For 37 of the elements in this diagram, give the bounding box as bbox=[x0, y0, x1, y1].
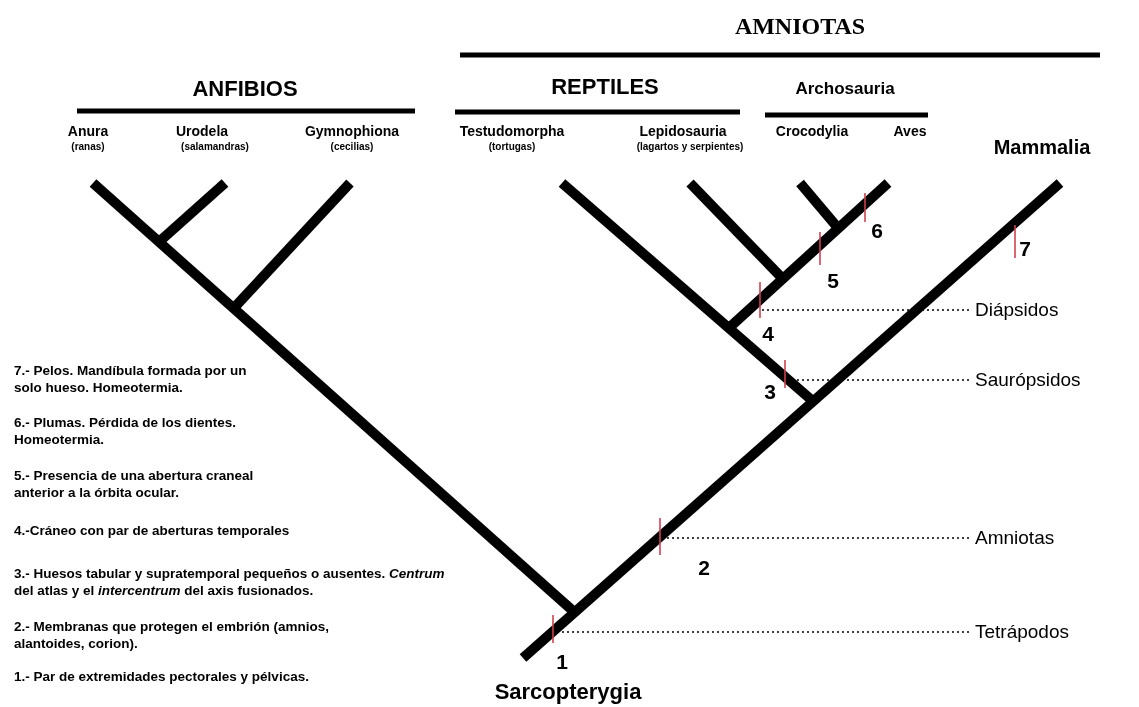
common-name: (lagartos y serpientes) bbox=[636, 140, 744, 154]
leader-line bbox=[761, 309, 970, 311]
character-description: 7.- Pelos. Mandíbula formada por un solo hueso. Homeotermia. bbox=[14, 362, 248, 396]
character-number: 3 bbox=[764, 379, 776, 405]
character-number: 7 bbox=[1019, 236, 1031, 262]
taxon-name: Lepidosauria bbox=[639, 122, 727, 141]
taxon-name: Anura bbox=[67, 122, 109, 141]
character-number: 6 bbox=[871, 218, 883, 244]
taxon-name: Gymnophiona bbox=[304, 122, 400, 141]
taxon-name: Crocodylia bbox=[775, 122, 849, 141]
taxon-name: Testudomorpha bbox=[459, 122, 565, 141]
taxon-name: Urodela bbox=[175, 122, 229, 141]
character-number: 1 bbox=[556, 649, 568, 675]
group-heading: Archosauria bbox=[795, 78, 895, 100]
group-heading: ANFIBIOS bbox=[192, 75, 298, 103]
character-description: 3.- Huesos tabular y supratemporal pequeños o ausentes. Centrum del atlas y el intercentrum del axis fusionados. bbox=[14, 565, 446, 599]
character-number: 5 bbox=[827, 268, 839, 294]
character-description: 4.-Cráneo con par de aberturas temporales bbox=[14, 522, 291, 539]
character-description: 1.- Par de extremidades pectorales y pélvicas. bbox=[14, 668, 310, 685]
clade-label: Diápsidos bbox=[975, 299, 1059, 321]
taxon-name: Aves bbox=[893, 122, 927, 141]
character-description: 5.- Presencia de una abertura craneal anterior a la órbita ocular. bbox=[14, 467, 255, 501]
common-name: (ranas) bbox=[71, 140, 105, 154]
clade-label: Amniotas bbox=[975, 527, 1055, 549]
character-number: 4 bbox=[762, 321, 774, 347]
clade-label: Saurópsidos bbox=[975, 369, 1081, 391]
character-number: 2 bbox=[698, 555, 710, 581]
taxon-name: Mammalia bbox=[993, 135, 1091, 160]
group-heading: AMNIOTAS bbox=[734, 12, 866, 41]
taxon-name: Sarcopterygia bbox=[494, 678, 642, 706]
group-heading: REPTILES bbox=[551, 73, 659, 101]
common-name: (salamandras) bbox=[181, 140, 249, 154]
clade-label: Tetrápodos bbox=[975, 621, 1069, 643]
common-name: (cecilias) bbox=[330, 140, 374, 154]
character-description: 6.- Plumas. Pérdida de los dientes. Homeotermia. bbox=[14, 414, 238, 448]
character-description: 2.- Membranas que protegen el embrión (amnios, alantoides, corion). bbox=[14, 618, 331, 652]
common-name: (tortugas) bbox=[488, 140, 536, 154]
